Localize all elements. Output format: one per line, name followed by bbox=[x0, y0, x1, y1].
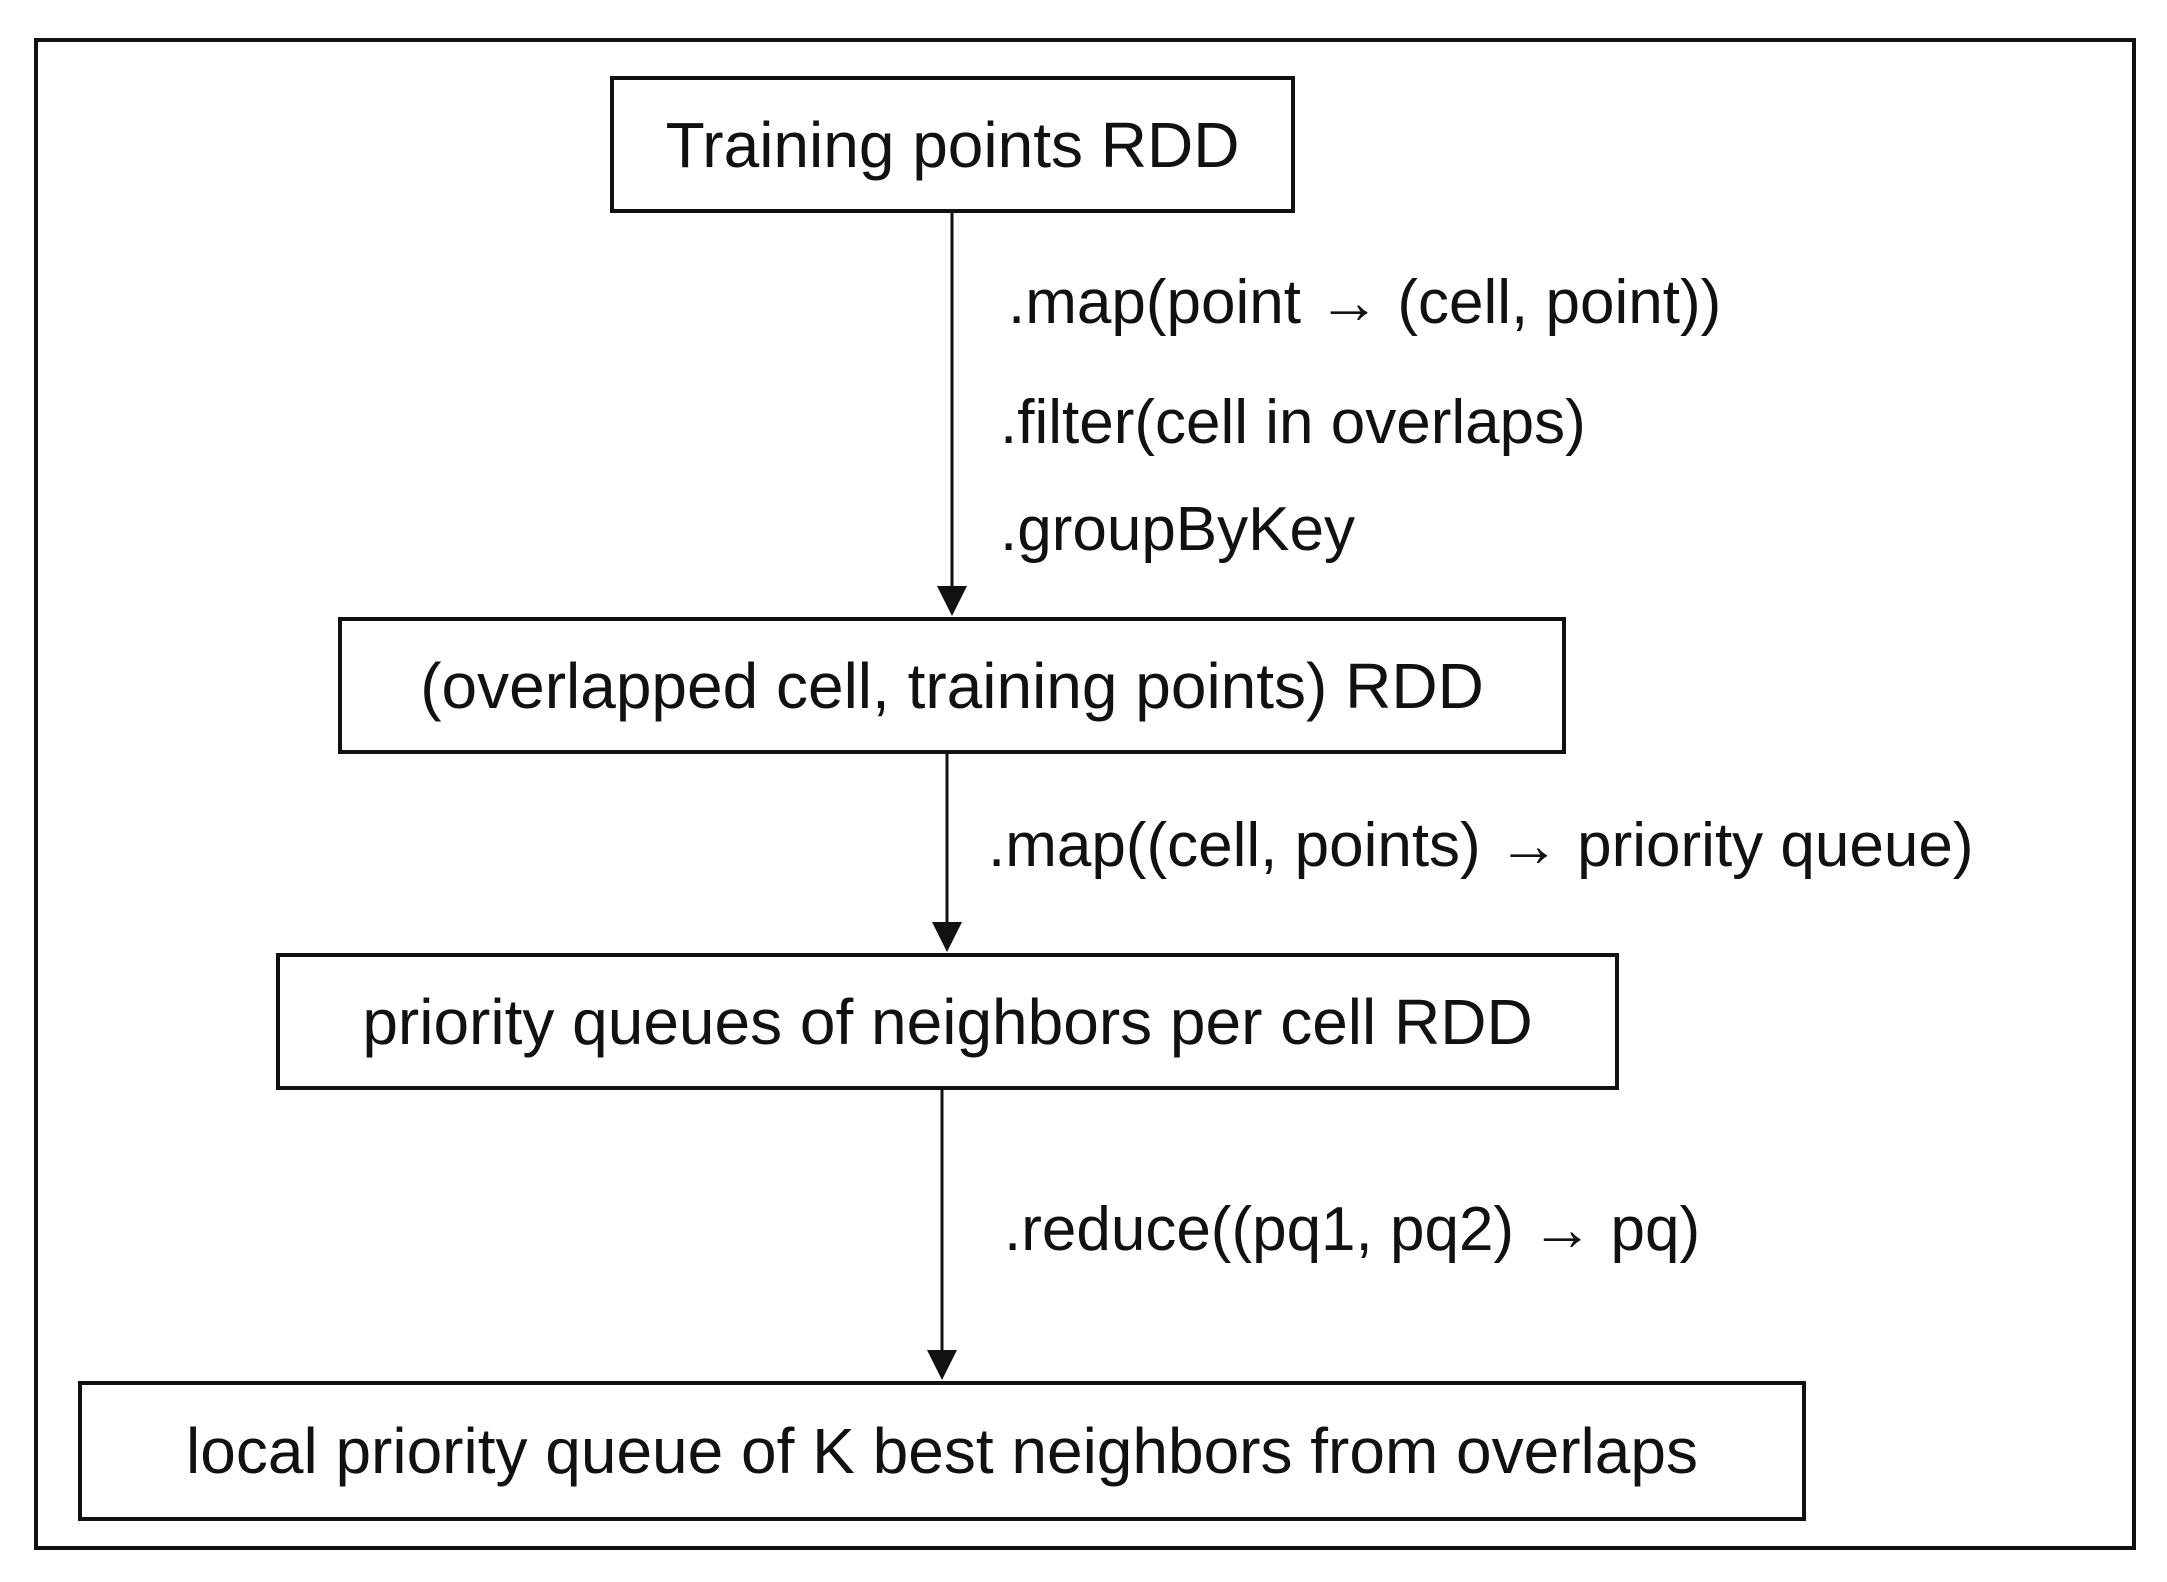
reduce-pq-operation: .reduce((pq1, pq2) → pq) bbox=[1004, 1195, 1701, 1264]
overlapped-cell-node: (overlapped cell, training points) RDD bbox=[338, 617, 1566, 754]
priority-queues-label: priority queues of neighbors per cell RD… bbox=[362, 985, 1533, 1058]
filter-cell-operation: .filter(cell in overlaps) bbox=[1000, 388, 1586, 457]
local-priority-queue-node: local priority queue of K best neighbors… bbox=[78, 1381, 1806, 1521]
training-points-label: Training points RDD bbox=[665, 108, 1240, 181]
group-by-key-operation: .groupByKey bbox=[1000, 495, 1355, 564]
diagram-frame bbox=[34, 38, 2136, 1550]
overlapped-cell-label: (overlapped cell, training points) RDD bbox=[420, 649, 1484, 722]
priority-queues-node: priority queues of neighbors per cell RD… bbox=[276, 953, 1619, 1090]
training-points-node: Training points RDD bbox=[610, 76, 1295, 213]
map-cell-points-operation: .map((cell, points) → priority queue) bbox=[988, 811, 1974, 880]
local-priority-queue-label: local priority queue of K best neighbors… bbox=[186, 1415, 1698, 1487]
map-point-operation: .map(point → (cell, point)) bbox=[1008, 268, 1722, 337]
